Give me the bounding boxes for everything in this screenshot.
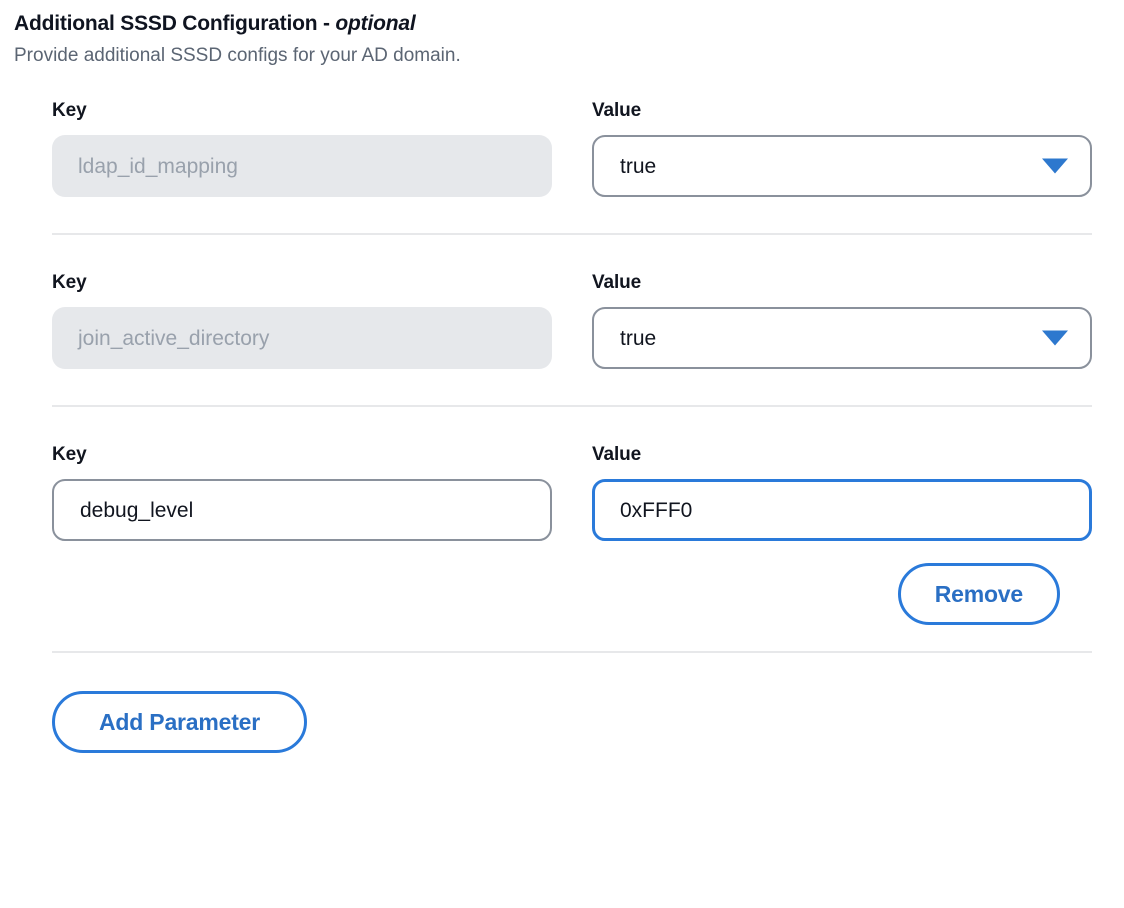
spacer: [52, 653, 1092, 691]
page-title-main: Additional SSSD Configuration -: [14, 12, 336, 35]
value-field-group: Value 0xFFF0: [592, 443, 1092, 541]
section-divider: [52, 651, 1092, 653]
value-select-ldap-id-mapping[interactable]: true: [592, 135, 1092, 197]
spacer: [52, 197, 1092, 233]
page-subtitle: Provide additional SSSD configs for your…: [14, 45, 461, 66]
key-label: Key: [52, 100, 87, 121]
parameter-row: Key debug_level Value 0xFFF0: [52, 443, 1092, 541]
key-field-group: Key join_active_directory: [52, 271, 552, 369]
value-field-group: Value true: [592, 99, 1092, 197]
value-select-join-active-directory[interactable]: true: [592, 307, 1092, 369]
value-select-text: true: [620, 154, 657, 178]
chevron-down-icon[interactable]: [1042, 330, 1068, 346]
remove-button[interactable]: Remove: [897, 563, 1060, 625]
spacer: [52, 369, 1092, 405]
spacer: [52, 407, 1092, 443]
value-select-text: true: [620, 326, 657, 350]
key-field-group: Key debug_level: [52, 443, 552, 541]
value-label: Value: [592, 272, 642, 293]
key-field-group: Key ldap_id_mapping: [52, 99, 552, 197]
chevron-down-icon[interactable]: [1042, 158, 1068, 174]
row-actions: Remove: [52, 563, 1092, 625]
value-field-group: Value true: [592, 271, 1092, 369]
add-parameter-button[interactable]: Add Parameter: [52, 691, 308, 753]
spacer: [52, 541, 1092, 563]
key-input-join-active-directory: join_active_directory: [52, 307, 552, 369]
spacer: [52, 625, 1092, 651]
value-label: Value: [592, 100, 642, 121]
key-input-debug-level[interactable]: debug_level: [52, 479, 552, 541]
value-input-debug-level[interactable]: 0xFFF0: [592, 479, 1092, 541]
parameter-row: Key ldap_id_mapping Value true: [52, 99, 1092, 197]
section-header: Additional SSSD Configuration - optional…: [0, 0, 1124, 69]
footer-actions: Add Parameter: [0, 691, 1124, 753]
page-title: Additional SSSD Configuration - optional: [14, 10, 1124, 38]
parameter-row: Key join_active_directory Value true: [52, 271, 1092, 369]
key-input-ldap-id-mapping: ldap_id_mapping: [52, 135, 552, 197]
value-label: Value: [592, 444, 642, 465]
row-divider: [52, 405, 1092, 407]
spacer: [52, 235, 1092, 271]
key-label: Key: [52, 272, 87, 293]
page-title-optional: optional: [335, 12, 416, 35]
parameters-list: Key ldap_id_mapping Value true Key join_…: [0, 99, 1124, 691]
row-divider: [52, 233, 1092, 235]
key-label: Key: [52, 444, 87, 465]
